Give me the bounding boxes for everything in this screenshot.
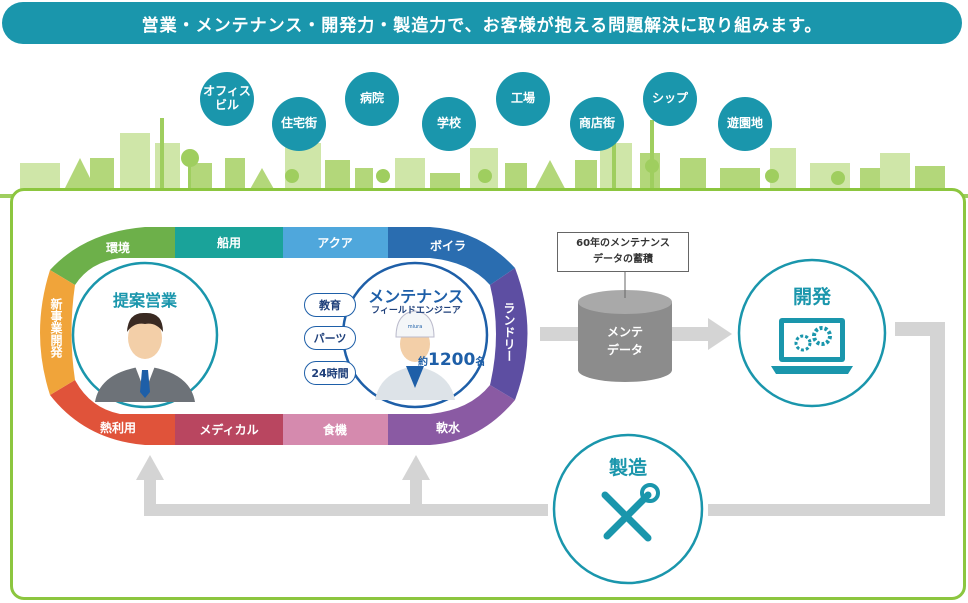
place-bubble-hospital: 病院: [345, 72, 399, 126]
arrowhead-to-dev: [708, 318, 732, 350]
maintenance-title: メンテナンス: [368, 287, 464, 306]
place-bubble-shopping: 商店街: [570, 97, 624, 151]
place-label: 病院: [359, 91, 384, 106]
banner-text: 営業・メンテナンス・開発力・製造力で、お客様が抱える問題解決に取り組みます。: [141, 15, 823, 36]
place-bubble-office: オフィス ビル: [200, 72, 254, 126]
count-prefix: 約: [418, 357, 428, 368]
count-unit: 名: [475, 357, 486, 368]
ring-bottom: [50, 380, 515, 445]
arrow-data-to-dev: [672, 327, 712, 341]
place-label: 工場: [510, 91, 535, 106]
place-label: 住宅街: [280, 116, 317, 131]
arrow-manu-to-ring: [148, 504, 548, 516]
pill-education: 教育: [304, 293, 356, 317]
segment-label-boiler: ボイラ: [430, 238, 466, 253]
manufacturing-circle: [552, 433, 704, 585]
data-label-line1: メンテ: [607, 325, 643, 339]
place-label: シップ: [651, 91, 688, 106]
arrow-up-right-shaft: [410, 478, 422, 516]
place-bubble-factory: 工場: [496, 72, 550, 126]
segment-label-softwater: 軟水: [436, 420, 461, 435]
ring-left: [40, 270, 75, 395]
segment-label-new-business: 新事業開発: [49, 298, 63, 358]
place-label: 遊園地: [726, 116, 763, 131]
place-label: 商店街: [578, 116, 615, 131]
place-label: 学校: [436, 116, 461, 131]
callout-line1: 60年のメンテナンス: [576, 238, 670, 249]
pill-parts: パーツ: [304, 326, 356, 350]
place-bubble-ship: シップ: [643, 72, 697, 126]
laptop-gear-icon: [771, 318, 853, 374]
flow-arrows: [136, 318, 945, 516]
place-bubble-amusement: 遊園地: [718, 97, 772, 151]
segment-label-environment: 環境: [106, 240, 130, 255]
count-value: 1200: [428, 350, 476, 370]
pill-24hours: 24時間: [304, 361, 356, 385]
segment-label-aqua: アクア: [317, 236, 352, 250]
arrow-up-left-shaft: [144, 478, 156, 516]
arrowhead-up-right: [402, 455, 430, 480]
place-bubble-school: 学校: [422, 97, 476, 151]
sales-title: 提案営業: [112, 291, 177, 310]
salesperson-illustration: [95, 312, 195, 402]
helmet-logo: miura: [408, 324, 423, 330]
segment-label-laundry: ランドリー: [502, 302, 516, 362]
segment-label-food: 食機: [322, 422, 347, 437]
arrowhead-up-left: [136, 455, 164, 480]
ring-right: [490, 268, 528, 400]
segment-label-heat: 熱利用: [100, 420, 136, 435]
segment-label-medical: メディカル: [199, 422, 258, 437]
data-label-line2: データ: [607, 342, 643, 357]
arrow-ring-to-data: [540, 327, 578, 341]
place-bubble-residential: 住宅街: [272, 97, 326, 151]
engineer-count: 約1200名: [418, 350, 485, 370]
manufacturing-title: 製造: [608, 457, 647, 479]
segment-label-marine: 船用: [217, 235, 241, 250]
maintenance-data-cylinder: [578, 272, 672, 382]
tools-icon: [601, 483, 660, 542]
maintenance-subtitle: フィールドエンジニア: [371, 306, 461, 316]
data-callout: 60年のメンテナンス データの蓄積: [557, 232, 689, 272]
place-label: オフィス ビル: [203, 84, 251, 112]
callout-line2: データの蓄積: [593, 254, 653, 265]
ring-top: [50, 227, 515, 285]
engineer-illustration: miura: [375, 310, 455, 400]
development-title: 開発: [792, 286, 831, 308]
header-banner: 営業・メンテナンス・開発力・製造力で、お客様が抱える問題解決に取り組みます。: [2, 2, 962, 44]
